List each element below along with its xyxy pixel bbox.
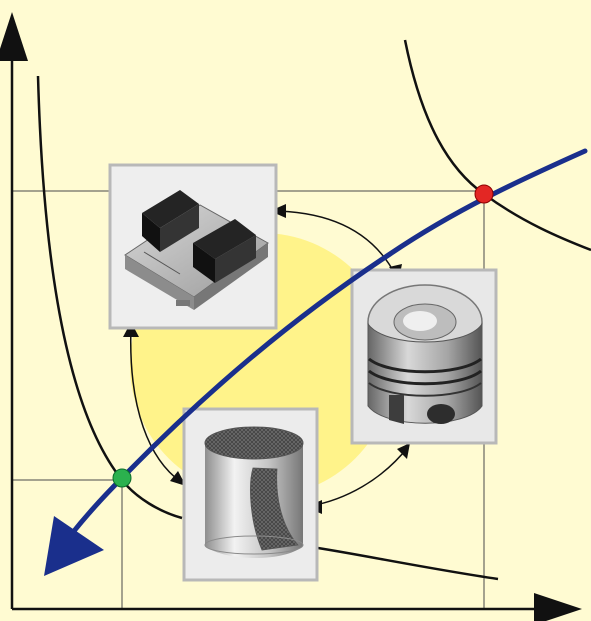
axes xyxy=(0,12,582,621)
left-hyperbolic-curve xyxy=(36,75,183,520)
metal-filter-cylinder-image xyxy=(182,407,319,582)
engine-control-unit-image xyxy=(108,163,278,330)
arrow-up-icon xyxy=(0,12,28,61)
piston-image xyxy=(350,268,498,445)
green-intersection-marker xyxy=(112,468,132,488)
bottom-curve-tail xyxy=(317,546,499,581)
red-intersection-marker xyxy=(474,184,494,204)
arrow-down-left-icon xyxy=(44,516,104,576)
arrow-right-icon xyxy=(534,593,582,621)
